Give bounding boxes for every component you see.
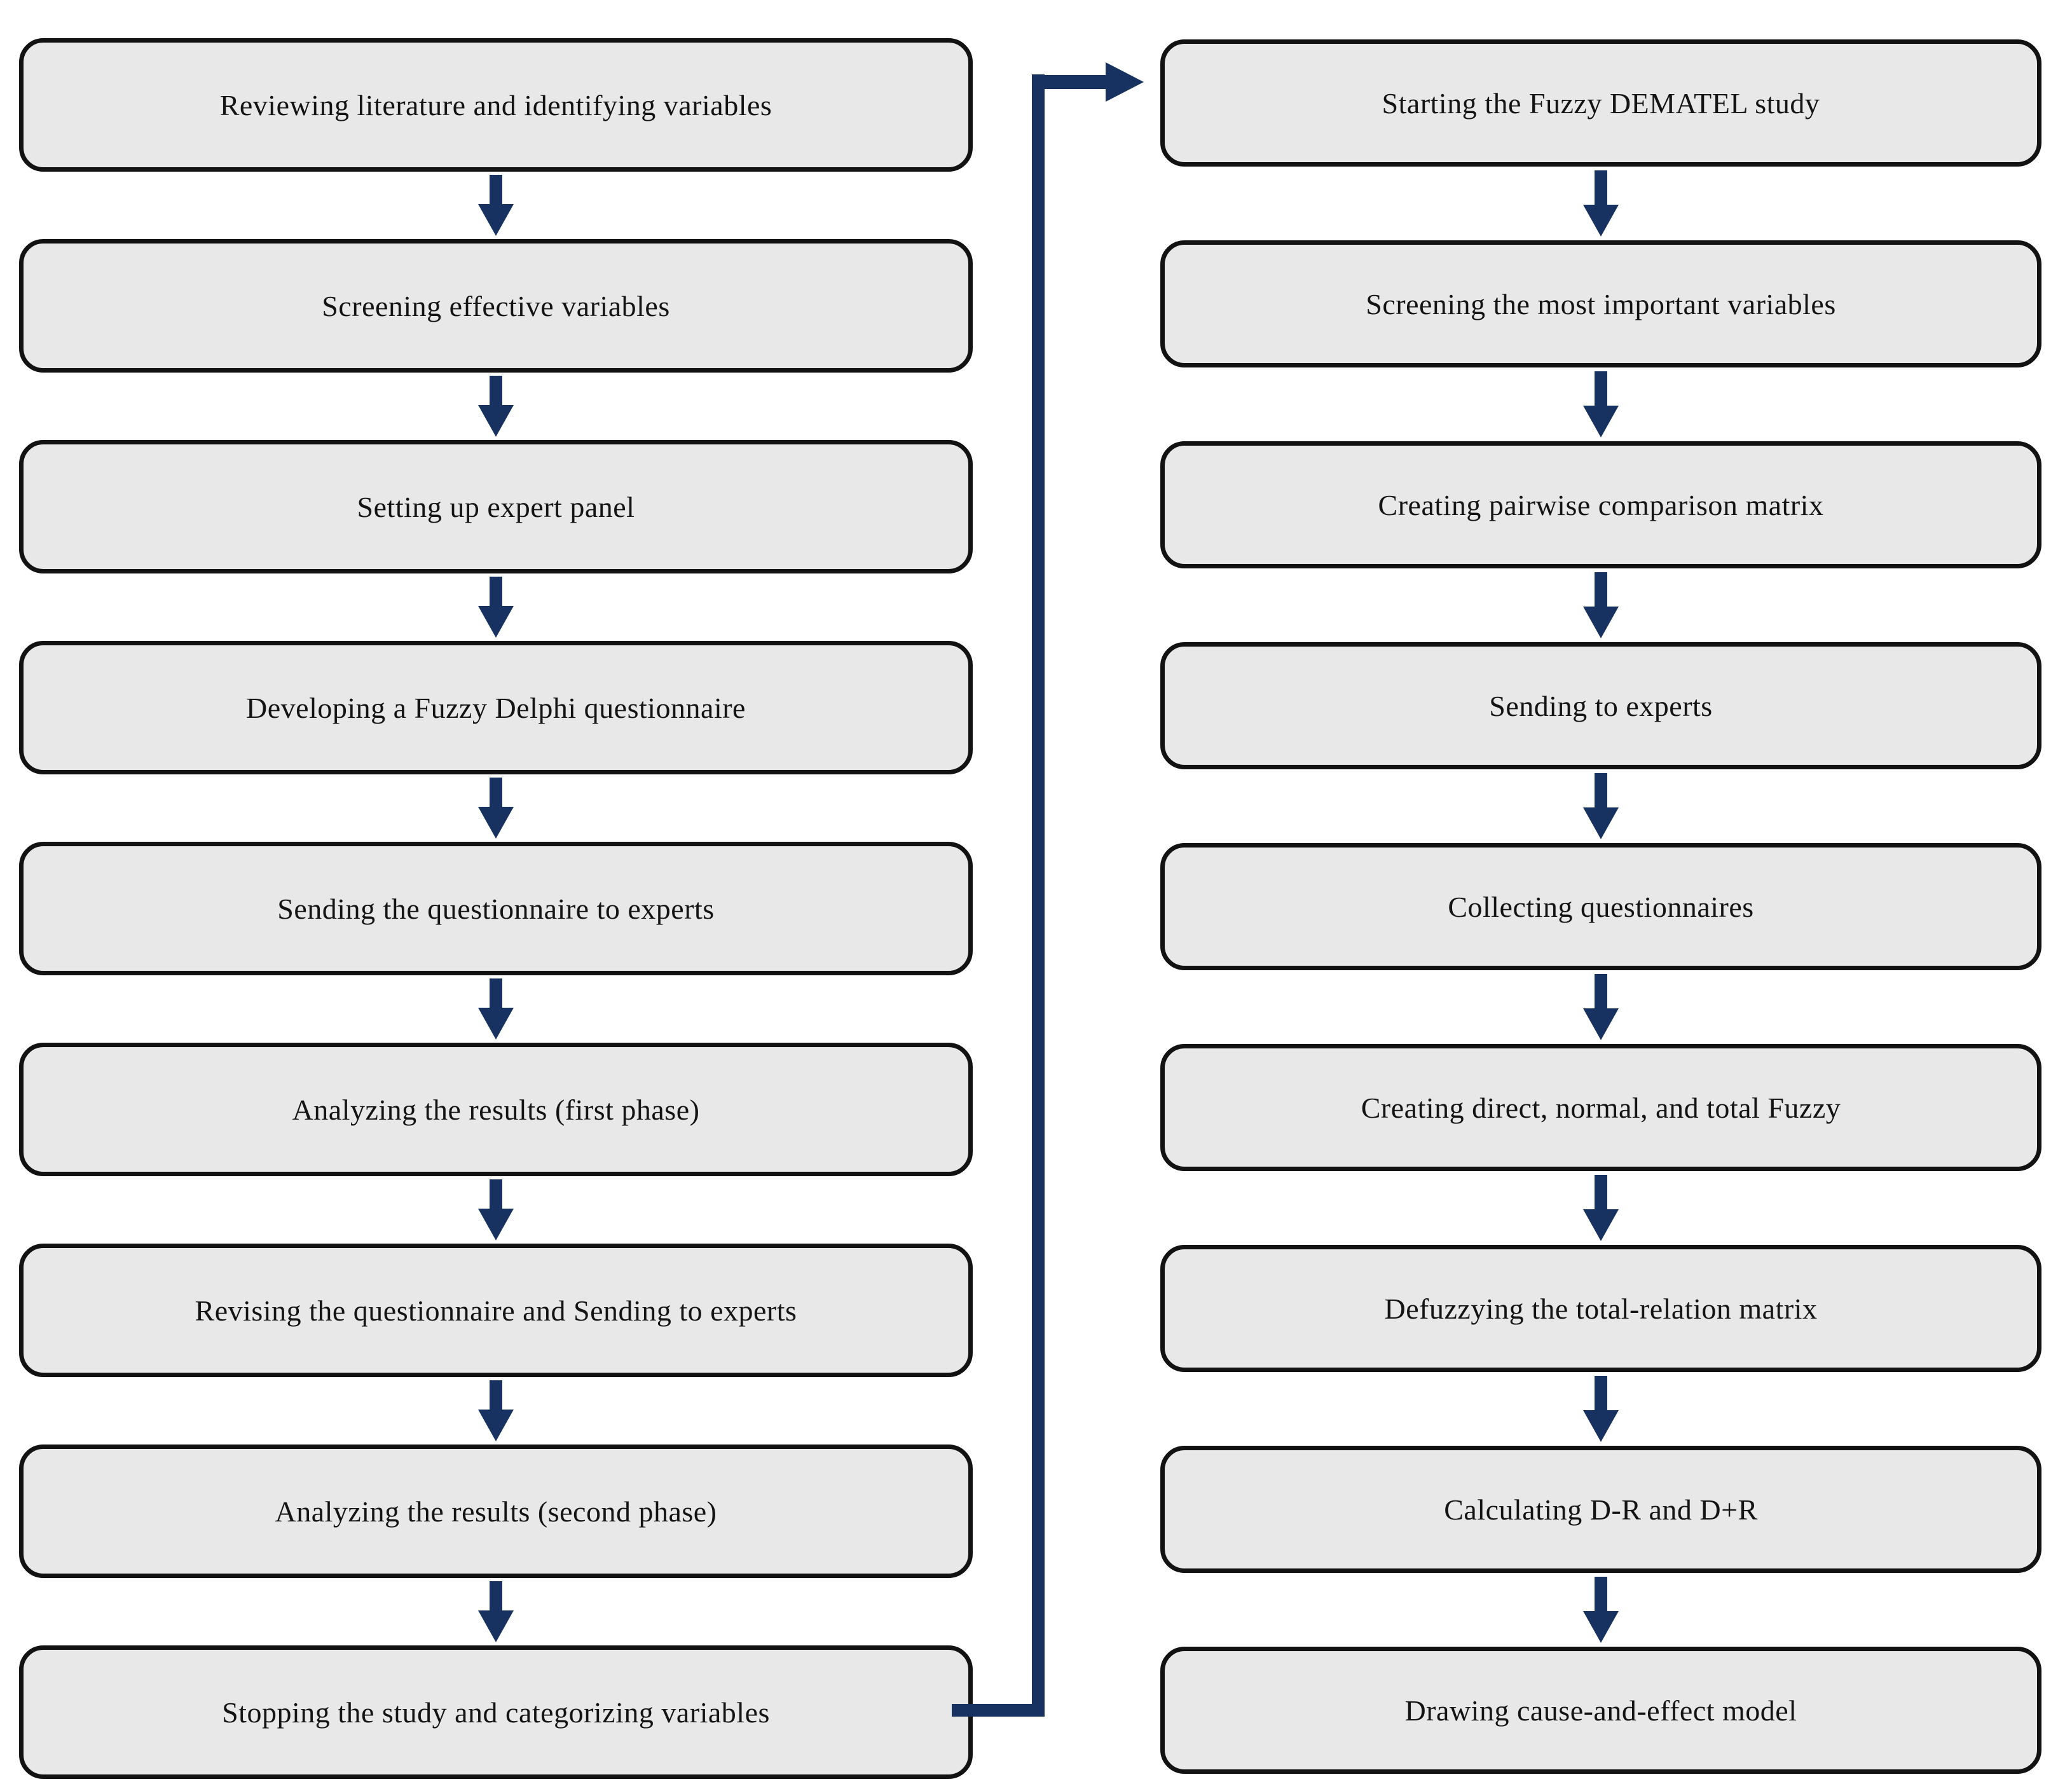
flow-node: Stopping the study and categorizing vari… <box>19 1645 973 1779</box>
arrow-shaft <box>1595 1577 1607 1611</box>
arrow-head <box>478 1008 514 1040</box>
down-arrow-icon <box>1160 167 2041 240</box>
arrow-shaft <box>1595 1175 1607 1209</box>
down-arrow-icon <box>19 573 973 641</box>
right-flow-column: Starting the Fuzzy DEMATEL study Screeni… <box>1160 39 2041 1774</box>
arrow-shaft <box>490 978 502 1008</box>
flow-node: Drawing cause-and-effect model <box>1160 1647 2041 1774</box>
connector-line-vertical <box>1032 74 1045 1717</box>
connector-line-bottom <box>952 1704 1045 1717</box>
flow-node: Screening effective variables <box>19 239 973 373</box>
arrow-head <box>1583 205 1619 237</box>
down-arrow-icon <box>19 1176 973 1244</box>
flow-node: Collecting questionnaires <box>1160 843 2041 970</box>
flow-node: Calculating D-R and D+R <box>1160 1446 2041 1573</box>
flow-node: Analyzing the results (second phase) <box>19 1444 973 1578</box>
arrow-head <box>478 405 514 437</box>
arrow-head <box>478 1610 514 1642</box>
arrow-shaft <box>1595 371 1607 406</box>
connector-arrow-head-icon <box>1106 62 1144 102</box>
flow-node: Starting the Fuzzy DEMATEL study <box>1160 39 2041 167</box>
arrow-shaft <box>490 577 502 606</box>
arrow-head <box>1583 406 1619 437</box>
down-arrow-icon <box>1160 568 2041 642</box>
down-arrow-icon <box>19 172 973 239</box>
arrow-shaft <box>490 778 502 807</box>
flow-node: Revising the questionnaire and Sending t… <box>19 1244 973 1377</box>
flow-node: Sending the questionnaire to experts <box>19 842 973 975</box>
arrow-head <box>1583 1008 1619 1040</box>
arrow-head <box>1583 1410 1619 1442</box>
arrow-head <box>478 606 514 638</box>
flow-node: Creating pairwise comparison matrix <box>1160 441 2041 568</box>
arrow-head <box>1583 1611 1619 1643</box>
down-arrow-icon <box>1160 970 2041 1044</box>
flow-node: Screening the most important variables <box>1160 240 2041 367</box>
arrow-head <box>1583 807 1619 839</box>
arrow-shaft <box>490 175 502 204</box>
arrow-shaft <box>1595 1376 1607 1410</box>
arrow-head <box>1583 1209 1619 1241</box>
arrow-shaft <box>1595 773 1607 807</box>
arrow-head <box>478 1410 514 1441</box>
arrow-shaft <box>490 376 502 405</box>
flow-node: Setting up expert panel <box>19 440 973 573</box>
arrow-shaft <box>1595 572 1607 607</box>
connector-line-top <box>1032 75 1107 89</box>
arrow-head <box>478 1209 514 1240</box>
down-arrow-icon <box>1160 1573 2041 1647</box>
arrow-shaft <box>490 1581 502 1610</box>
arrow-shaft <box>1595 170 1607 205</box>
down-arrow-icon <box>19 1578 973 1645</box>
down-arrow-icon <box>1160 1372 2041 1446</box>
down-arrow-icon <box>19 975 973 1043</box>
down-arrow-icon <box>1160 1171 2041 1245</box>
arrow-shaft <box>490 1179 502 1209</box>
flow-node: Creating direct, normal, and total Fuzzy <box>1160 1044 2041 1171</box>
down-arrow-icon <box>1160 769 2041 843</box>
down-arrow-icon <box>19 1377 973 1444</box>
flow-node: Developing a Fuzzy Delphi questionnaire <box>19 641 973 774</box>
arrow-head <box>1583 607 1619 638</box>
arrow-head <box>478 807 514 839</box>
flow-node: Sending to experts <box>1160 642 2041 769</box>
arrow-head <box>478 204 514 236</box>
left-flow-column: Reviewing literature and identifying var… <box>19 38 973 1779</box>
down-arrow-icon <box>19 774 973 842</box>
down-arrow-icon <box>19 373 973 440</box>
flow-node: Reviewing literature and identifying var… <box>19 38 973 172</box>
arrow-shaft <box>490 1380 502 1410</box>
flow-node: Defuzzying the total-relation matrix <box>1160 1245 2041 1372</box>
flow-node: Analyzing the results (first phase) <box>19 1043 973 1176</box>
arrow-shaft <box>1595 974 1607 1008</box>
down-arrow-icon <box>1160 367 2041 441</box>
